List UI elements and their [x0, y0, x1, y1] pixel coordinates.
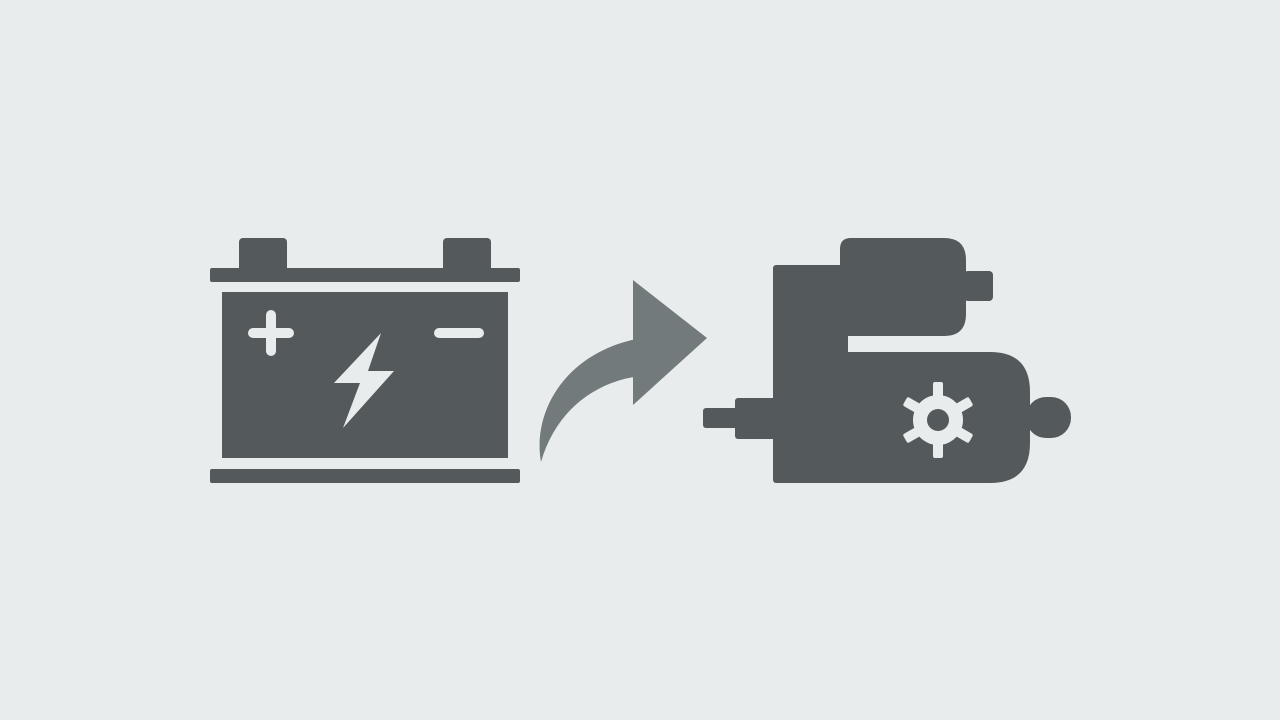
battery-lid-bar	[210, 268, 520, 282]
motor-housing	[773, 265, 848, 483]
car-battery-icon	[210, 238, 520, 483]
drive-shaft-tip	[703, 408, 739, 428]
arrow-head	[633, 280, 707, 405]
plus-icon	[248, 310, 294, 356]
solenoid-terminal	[964, 271, 993, 301]
curved-arrow-icon	[539, 280, 707, 462]
drive-shaft-collar	[735, 398, 777, 439]
battery-base-bar	[210, 469, 520, 483]
gear-icon	[903, 382, 973, 458]
starter-motor-icon	[703, 238, 1071, 483]
arrow-shaft	[539, 338, 641, 462]
battery-terminal-right	[443, 238, 491, 274]
motor-shaft-end	[1026, 397, 1071, 438]
battery-terminal-left	[239, 238, 287, 274]
minus-icon	[434, 328, 484, 338]
lightning-bolt-icon	[334, 333, 394, 428]
solenoid-body	[840, 238, 966, 336]
